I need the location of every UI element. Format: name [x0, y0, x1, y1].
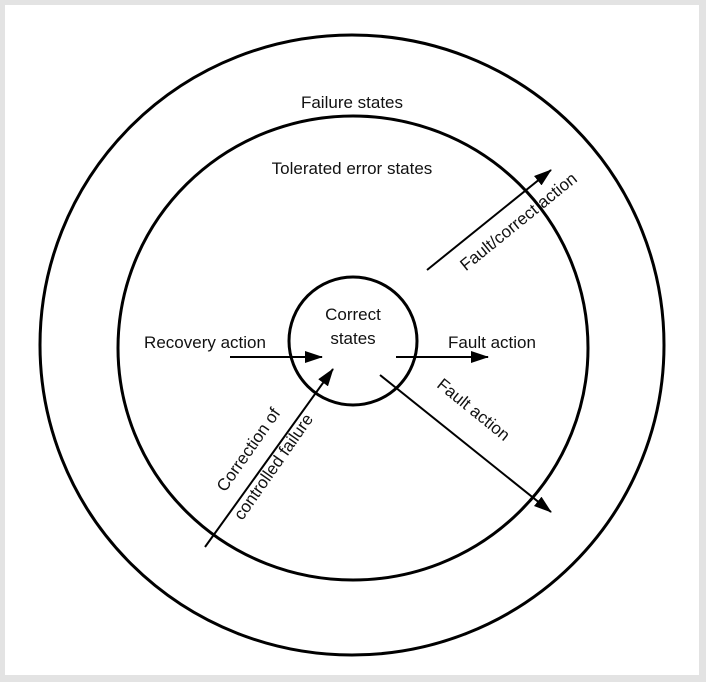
fault-action-right-label: Fault action: [448, 333, 536, 352]
correction-arrow: [204, 368, 334, 548]
fault-correct-action-arrow: [426, 169, 552, 271]
correct-states-label-2: states: [330, 329, 375, 348]
recovery-action-label: Recovery action: [144, 333, 266, 352]
failure-states-label: Failure states: [301, 93, 403, 112]
correct-states-circle: [287, 275, 419, 407]
fault-action-diagonal-label: Fault action: [433, 375, 513, 445]
failure-states-circle: [38, 33, 666, 657]
tolerated-error-states-label: Tolerated error states: [272, 159, 433, 178]
fault-action-diagonal-arrow: [379, 374, 552, 513]
correct-states-label-1: Correct: [325, 305, 381, 324]
tolerated-error-states-circle: [116, 114, 590, 582]
